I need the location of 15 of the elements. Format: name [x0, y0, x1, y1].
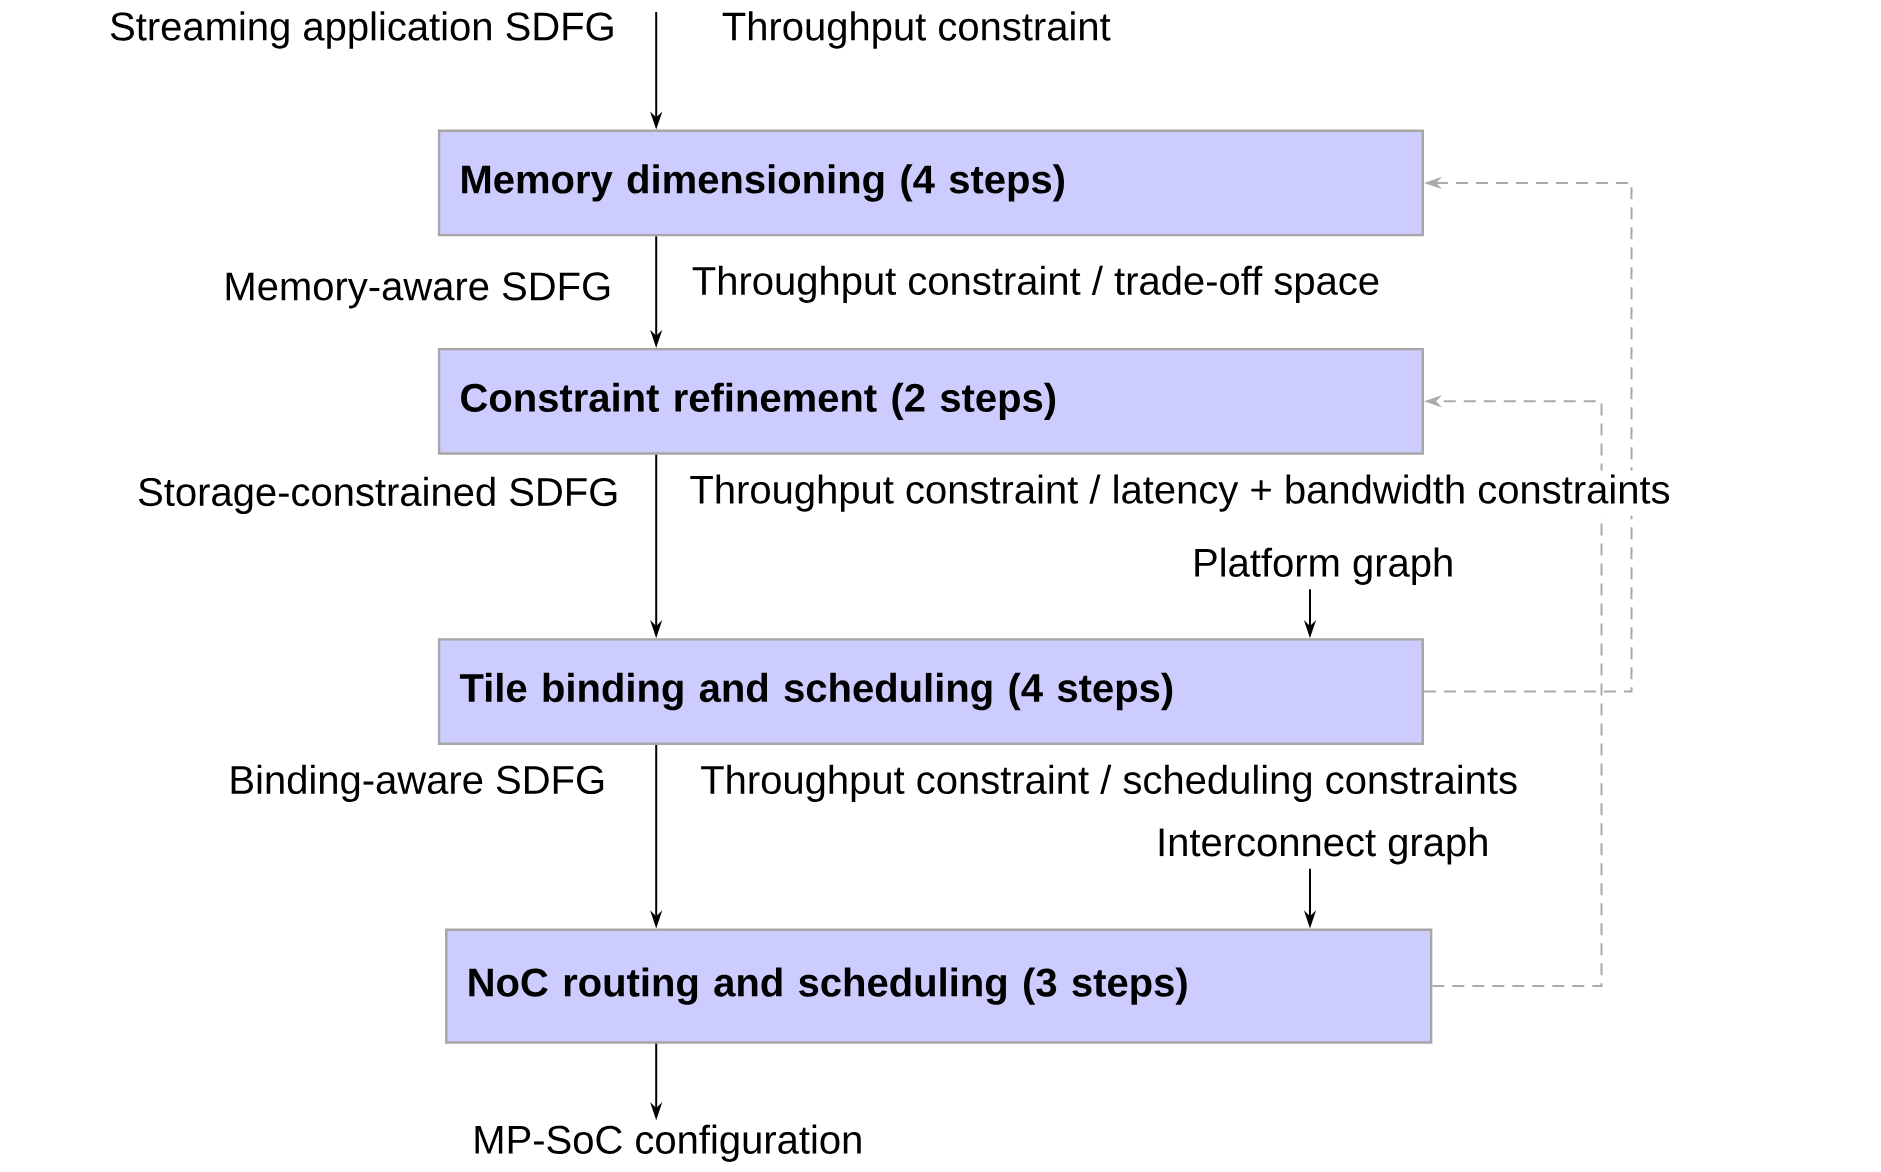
flow-label: Throughput constraint	[717, 7, 1115, 53]
process-box: Memory dimensioning (4 steps)	[437, 129, 1424, 237]
flow-label: Throughput constraint / latency + bandwidth constraints	[685, 470, 1675, 516]
flow-label: Binding-aware SDFG	[224, 760, 611, 806]
flow-label: Memory-aware SDFG	[219, 268, 617, 313]
data-label: Platform graph	[1195, 547, 1452, 585]
data-label: Interconnect graph	[1159, 827, 1487, 865]
process-box: NoC routing and scheduling (3 steps)	[445, 928, 1433, 1044]
flow-label: Throughput constraint / scheduling constraints	[696, 760, 1523, 806]
data-label: MP-SoC configuration	[475, 1124, 861, 1162]
flow-label: Storage-constrained SDFG	[133, 472, 624, 519]
process-box: Tile binding and scheduling (4 steps)	[437, 638, 1424, 745]
flow-label: Streaming application SDFG	[105, 7, 620, 53]
process-box: Constraint refinement (2 steps)	[437, 347, 1424, 455]
flow-label: Throughput constraint / trade-off space	[687, 261, 1385, 307]
